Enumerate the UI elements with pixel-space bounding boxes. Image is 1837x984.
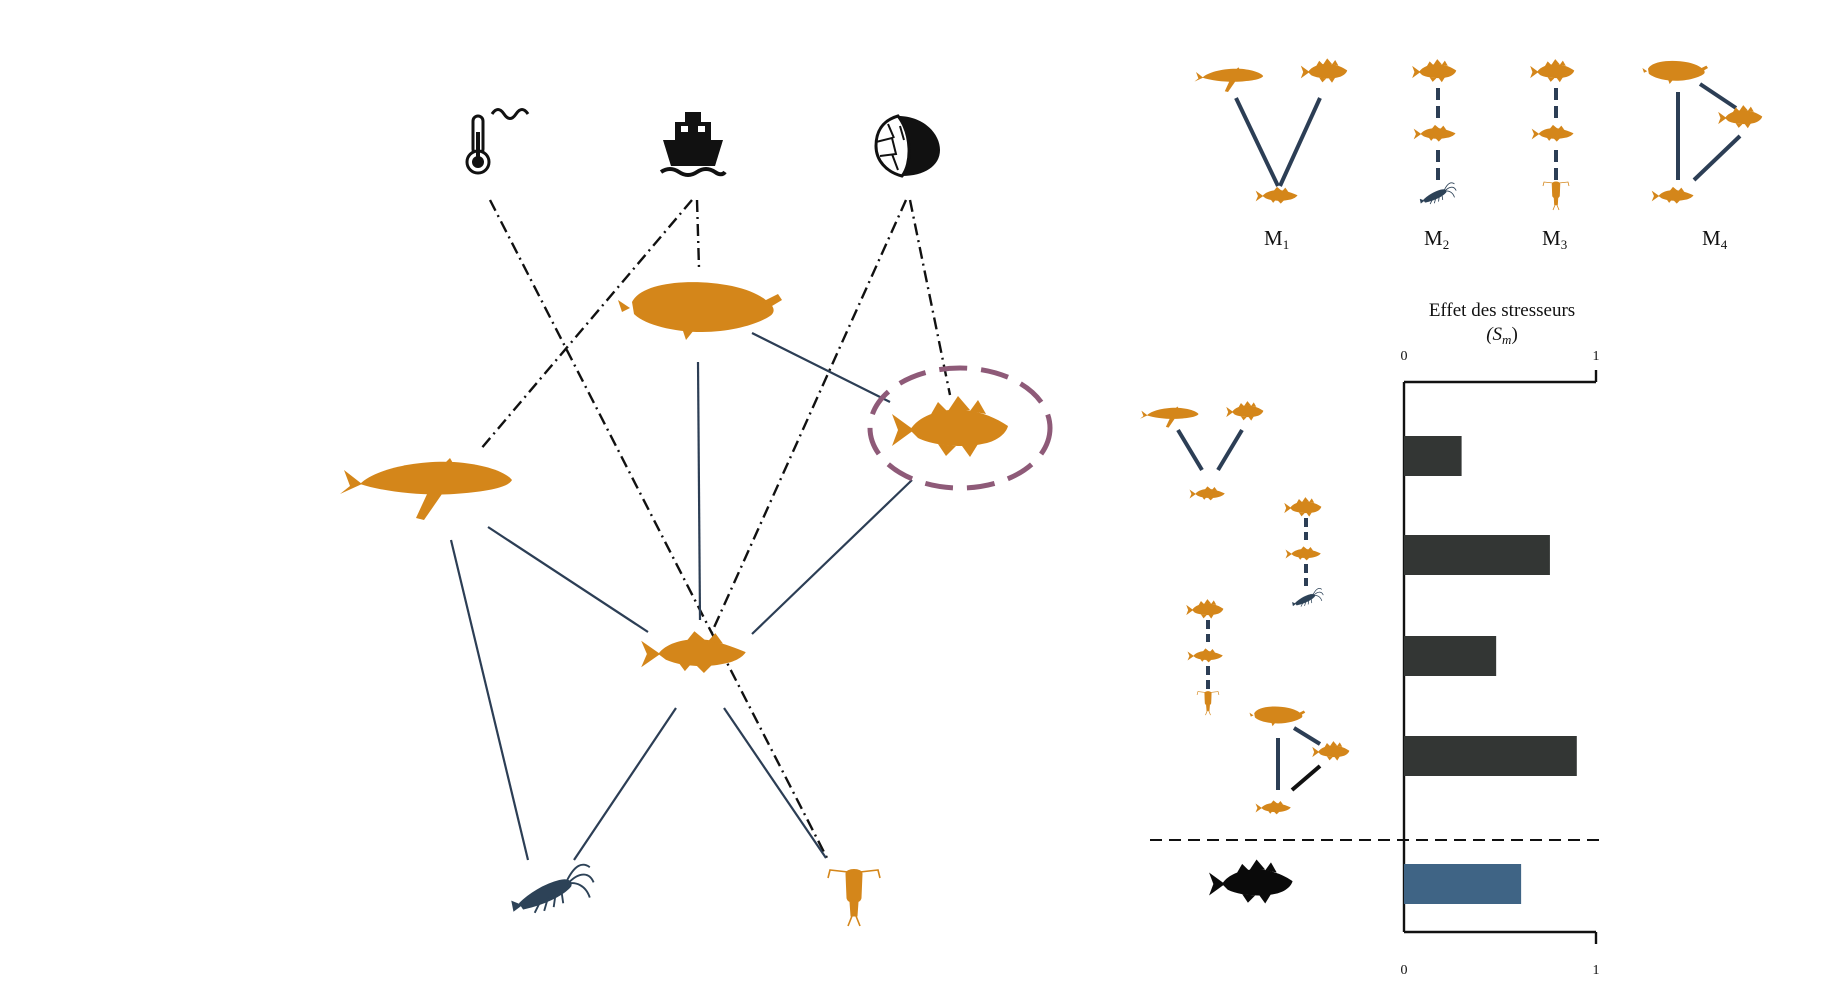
chart-subtitle: (Sm): [1486, 324, 1518, 347]
chart-bottom-tick-label-0: 0: [1401, 963, 1408, 978]
row-focal-cod-icon: [1209, 859, 1293, 904]
motif-m4: [1642, 60, 1763, 204]
capelin-fish-icon: [641, 631, 746, 673]
chart-bottom-tick-label-1: 1: [1593, 963, 1600, 978]
row-motif-m1: [1140, 401, 1264, 501]
chart-top-tick-label-1: 1: [1593, 349, 1600, 364]
cod-highlight-circle: [867, 365, 1053, 491]
link-beluga-cod: [751, 332, 891, 403]
motif-label-m3: M3: [1542, 226, 1567, 252]
stressor-effect-chart: Effet des stresseurs (Sm) 0 1 0 1: [1140, 300, 1606, 978]
ship-icon: [659, 112, 727, 177]
motif-label-m1: M1: [1264, 226, 1289, 252]
stressor-link-fishing-capelin: [710, 199, 908, 633]
bar-m3: [1404, 636, 1497, 676]
stressor-link-fishing-cod: [908, 199, 952, 396]
motif-label-m2: M2: [1424, 226, 1449, 252]
link-capelin-copepod: [723, 707, 827, 859]
chart-bars: [1404, 436, 1577, 904]
motif-m2: [1412, 59, 1457, 205]
motif-panel: M1 M2 M3 M4: [1194, 58, 1763, 252]
motif-m1: [1194, 58, 1348, 204]
link-capelin-krill: [573, 707, 677, 861]
cod-fish-icon: [892, 396, 1008, 457]
link-beluga-capelin: [696, 361, 702, 621]
humpback-whale-icon: [340, 458, 512, 520]
chart-title: Effet des stresseurs: [1429, 300, 1575, 321]
motif-m3: [1530, 59, 1575, 211]
stressor-link-shipping-beluga: [695, 199, 701, 269]
stressor-links: [479, 199, 952, 859]
bar-m4: [1404, 736, 1577, 776]
row-motif-m3: [1186, 599, 1224, 716]
bar-cod: [1404, 864, 1522, 904]
bar-m1: [1404, 436, 1462, 476]
thermometer-icon: [465, 108, 530, 175]
stressor-link-temperature-copepod: [488, 199, 829, 859]
trophic-links: [449, 332, 913, 861]
copepod-icon: [827, 868, 881, 927]
link-humpback-krill: [449, 539, 530, 861]
row-motif-m4: [1249, 706, 1350, 815]
krill-icon: [510, 863, 595, 914]
row-motif-m2: [1284, 497, 1324, 608]
beluga-whale-icon: [618, 282, 782, 340]
motif-label-m4: M4: [1702, 226, 1728, 252]
bar-m2: [1404, 535, 1550, 575]
link-cod-capelin: [751, 479, 913, 635]
link-humpback-capelin: [487, 526, 649, 633]
chart-top-tick-label-0: 0: [1401, 349, 1408, 364]
fishing-net-icon: [874, 114, 940, 178]
stressor-link-shipping-humpback: [479, 199, 693, 451]
